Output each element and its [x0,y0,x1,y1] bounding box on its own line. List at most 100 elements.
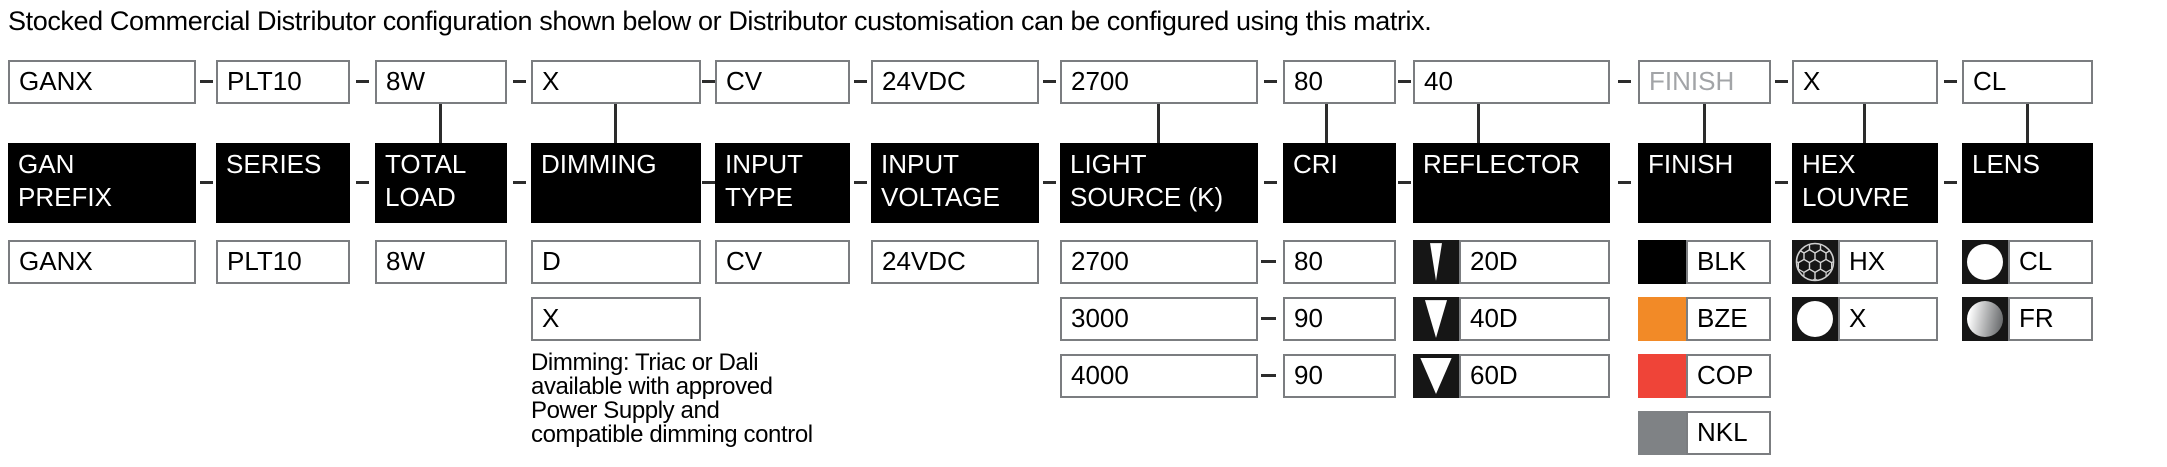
option-cv: CV [715,240,850,284]
option-label: HX [1838,240,1938,284]
connector-line [1702,104,1706,143]
page-title: Stocked Commercial Distributor configura… [8,6,1432,36]
black-finish-swatch [1638,240,1686,284]
bronze-finish-swatch [1638,297,1686,341]
header-hex-louvre: HEX LOUVRE [1792,143,1938,223]
column-lens: CL LENS CL FR [1962,60,2093,467]
option-finish-blk: BLK [1638,240,1771,284]
connector-line [1863,104,1866,143]
option-label: 40D [1459,297,1610,341]
header-dash [1944,181,1957,184]
column-hex-louvre: X HEX LOUVRE [1792,60,1938,467]
column-gan-prefix: GANX GAN PREFIX GANX [8,60,196,467]
option-dash [1261,317,1276,320]
column-input-type: CV INPUT TYPE CV [715,60,850,467]
code-dash [1398,80,1411,83]
column-input-voltage: 24VDC INPUT VOLTAGE 24VDC [871,60,1039,467]
option-label: X [1838,297,1938,341]
option-cri-90: 90 [1283,297,1396,341]
option-louvre-x: X [1792,297,1938,341]
option-finish-nkl: NKL [1638,411,1771,455]
frosted-lens-icon [1962,297,2008,341]
code-dash [1944,80,1957,83]
selected-code-gan-prefix: GANX [8,60,196,104]
code-dash [1264,80,1277,83]
header-light-source: LIGHT SOURCE (K) [1060,143,1258,223]
header-dash [356,181,369,184]
code-dash [200,80,213,83]
option-4000k: 4000 [1060,354,1258,398]
code-dash [702,80,715,83]
option-label: BZE [1686,297,1771,341]
option-2700k: 2700 [1060,240,1258,284]
clear-lens-icon [1962,240,2008,284]
option-finish-bze: BZE [1638,297,1771,341]
selected-code-lens: CL [1962,60,2093,104]
option-plt10: PLT10 [216,240,350,284]
beam-wide-icon [1413,354,1459,398]
copper-finish-swatch [1638,354,1686,398]
selected-code-light-source: 2700 [1060,60,1258,104]
connector-line [2025,104,2029,143]
code-dash [356,80,369,83]
connector-line [1325,104,1328,143]
option-lens-fr: FR [1962,297,2093,341]
option-reflector-40d: 40D [1413,297,1610,341]
honeycomb-icon [1792,240,1838,284]
option-label: CL [2008,240,2093,284]
header-series: SERIES [216,143,350,223]
option-label: 60D [1459,354,1610,398]
option-8w: 8W [375,240,507,284]
selected-code-series: PLT10 [216,60,350,104]
header-dash [513,181,526,184]
option-label: FR [2008,297,2093,341]
code-dash [1043,80,1056,83]
selected-code-finish-placeholder: FINISH [1638,60,1771,104]
header-dash [1398,181,1411,184]
column-cri: 80 CRI 80 90 90 [1283,60,1396,467]
selected-code-cri: 80 [1283,60,1396,104]
header-reflector: REFLECTOR [1413,143,1610,223]
header-dash [1618,181,1631,184]
selected-code-dimming: X [531,60,701,104]
option-24vdc: 24VDC [871,240,1039,284]
column-reflector: 40 REFLECTOR 20D 40D 60D [1413,60,1610,467]
code-dash [1775,80,1788,83]
column-finish: FINISH FINISH BLK BZE COP NKL [1638,60,1771,467]
open-circle-icon [1792,297,1838,341]
option-cri-80: 80 [1283,240,1396,284]
option-ganx: GANX [8,240,196,284]
header-dash [200,181,213,184]
option-label: COP [1686,354,1771,398]
selected-code-total-load: 8W [375,60,507,104]
option-dash [1261,374,1276,377]
header-dash [702,181,715,184]
header-dash [854,181,867,184]
option-lens-cl: CL [1962,240,2093,284]
option-label: NKL [1686,411,1771,455]
option-louvre-hx: HX [1792,240,1938,284]
code-dash [513,80,526,83]
option-label: 20D [1459,240,1610,284]
code-dash [1618,80,1631,83]
connector-line [1477,104,1480,143]
option-label: BLK [1686,240,1771,284]
option-finish-cop: COP [1638,354,1771,398]
header-input-voltage: INPUT VOLTAGE [871,143,1039,223]
beam-medium-icon [1413,297,1459,341]
selected-code-input-voltage: 24VDC [871,60,1039,104]
option-reflector-20d: 20D [1413,240,1610,284]
column-light-source: 2700 LIGHT SOURCE (K) 2700 3000 4000 [1060,60,1258,467]
dimming-note: Dimming: Triac or Dali available with ap… [531,349,813,448]
connector-line [439,104,442,143]
header-dash [1775,181,1788,184]
header-finish: FINISH [1638,143,1771,223]
connector-line [1157,104,1160,143]
connector-line [614,104,617,143]
header-cri: CRI [1283,143,1396,223]
selected-code-reflector: 40 [1413,60,1610,104]
header-dash [1043,181,1056,184]
option-dimming-d: D [531,240,701,284]
code-dash [854,80,867,83]
column-series: PLT10 SERIES PLT10 [216,60,350,467]
